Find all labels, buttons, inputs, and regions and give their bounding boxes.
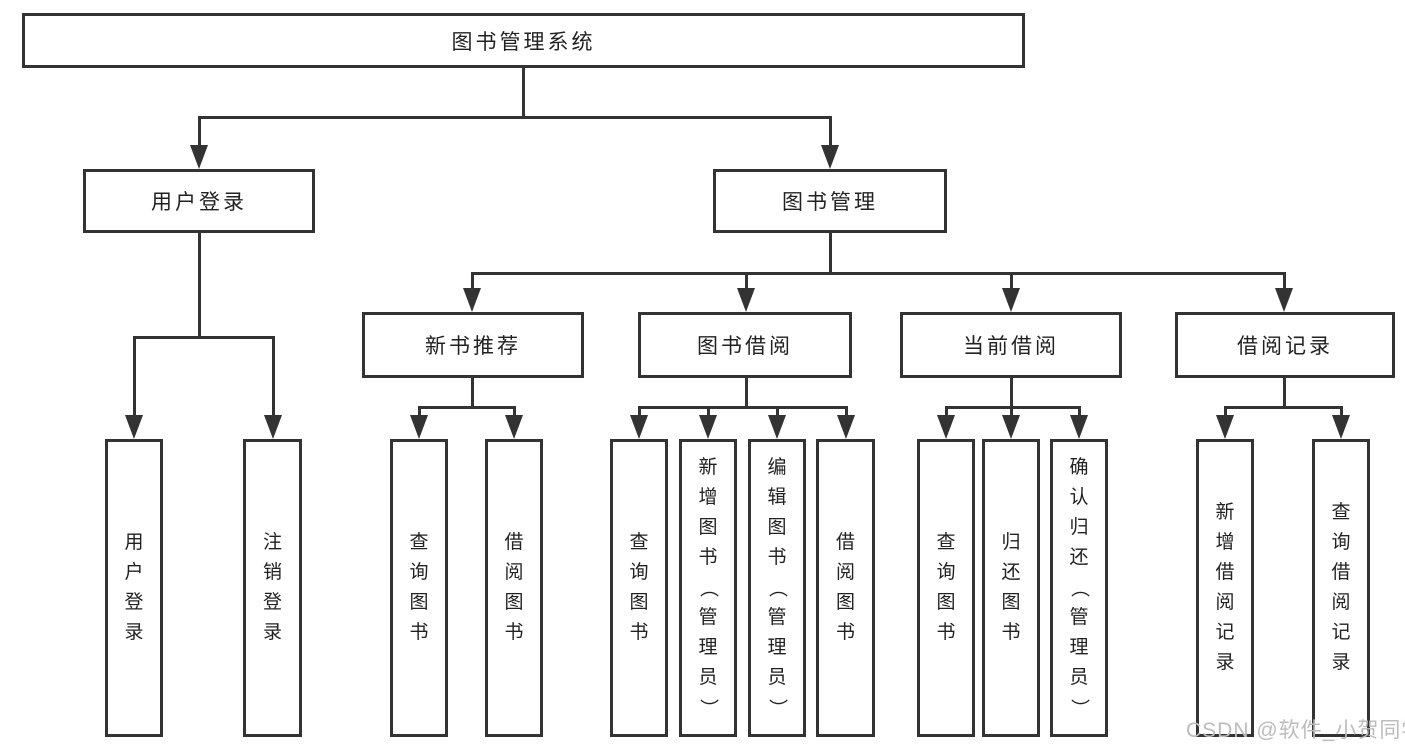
leaf-return-book: 归还图书 xyxy=(982,439,1040,737)
node-label: 图书借阅 xyxy=(697,335,793,358)
leaf-query-books-current: 查询图书 xyxy=(917,439,975,737)
arrowhead-down-icon xyxy=(264,415,282,439)
node-book-management: 图书管理 xyxy=(713,169,947,233)
leaf-label: 新增借阅记录 xyxy=(1215,502,1235,673)
node-new-book-recommendation: 新书推荐 xyxy=(362,312,584,378)
node-label: 当前借阅 xyxy=(963,335,1059,358)
leaf-logout: 注销登录 xyxy=(243,439,302,737)
connector-line xyxy=(470,378,474,409)
arrowhead-down-icon xyxy=(1002,415,1020,439)
arrowhead-down-icon xyxy=(463,288,481,312)
arrowhead-down-icon xyxy=(937,415,955,439)
node-library-management-system: 图书管理系统 xyxy=(22,13,1025,68)
node-current-borrowing: 当前借阅 xyxy=(900,312,1122,378)
arrowhead-down-icon xyxy=(737,288,755,312)
leaf-borrow-books-recommend: 借阅图书 xyxy=(485,439,543,737)
connector-line xyxy=(1009,272,1013,292)
connector-line xyxy=(197,116,201,150)
node-book-borrowing: 图书借阅 xyxy=(638,312,852,378)
connector-line xyxy=(417,406,516,409)
leaf-label: 查询图书 xyxy=(629,532,649,643)
connector-line xyxy=(706,406,710,420)
arrowhead-down-icon xyxy=(1216,415,1234,439)
connector-line xyxy=(197,116,832,119)
connector-line xyxy=(1223,406,1343,409)
connector-line xyxy=(1282,378,1286,409)
leaf-add-borrow-record: 新增借阅记录 xyxy=(1196,439,1254,737)
leaf-label: 新增图书（管理员） xyxy=(697,457,719,718)
connector-line xyxy=(775,406,779,420)
arrowhead-down-icon xyxy=(837,415,855,439)
leaf-query-borrow-record: 查询借阅记录 xyxy=(1312,439,1370,737)
connector-line xyxy=(637,406,641,420)
connector-line xyxy=(944,406,1081,409)
node-user-login: 用户登录 xyxy=(83,169,315,233)
connector-line xyxy=(744,378,748,409)
arrowhead-down-icon xyxy=(125,415,143,439)
leaf-label: 查询图书 xyxy=(409,532,429,643)
connector-line xyxy=(1009,406,1013,420)
arrowhead-down-icon xyxy=(505,415,523,439)
leaf-label: 归还图书 xyxy=(1001,532,1021,643)
node-label: 用户登录 xyxy=(151,191,247,214)
leaf-label: 借阅图书 xyxy=(504,532,524,643)
connector-line xyxy=(828,116,832,150)
arrowhead-down-icon xyxy=(699,415,717,439)
connector-line xyxy=(132,336,275,339)
connector-line xyxy=(271,336,275,418)
leaf-label: 查询图书 xyxy=(936,532,956,643)
connector-line xyxy=(844,406,848,420)
connector-line xyxy=(470,272,1286,275)
connector-line xyxy=(1077,406,1081,420)
leaf-edit-book-admin: 编辑图书（管理员） xyxy=(748,439,806,737)
node-label: 图书管理 xyxy=(782,191,878,214)
node-borrowing-records: 借阅记录 xyxy=(1175,312,1395,378)
connector-line xyxy=(132,336,136,418)
csdn-watermark: CSDN @软件_小贺同学 xyxy=(1186,719,1405,742)
connector-line xyxy=(1282,272,1286,292)
node-label: 图书管理系统 xyxy=(451,30,596,54)
arrowhead-down-icon xyxy=(410,415,428,439)
leaf-label: 注销登录 xyxy=(262,532,282,643)
leaf-label: 编辑图书（管理员） xyxy=(766,457,788,718)
arrowhead-down-icon xyxy=(768,415,786,439)
leaf-borrow-books: 借阅图书 xyxy=(816,439,875,737)
connector-line xyxy=(637,406,848,409)
connector-line xyxy=(1223,406,1227,420)
leaf-query-books-recommend: 查询图书 xyxy=(390,439,448,737)
connector-line xyxy=(944,406,948,420)
leaf-label: 查询借阅记录 xyxy=(1331,502,1351,673)
arrowhead-down-icon xyxy=(630,415,648,439)
leaf-label: 借阅图书 xyxy=(835,532,855,643)
arrowhead-down-icon xyxy=(190,145,208,169)
arrowhead-down-icon xyxy=(1070,415,1088,439)
arrowhead-down-icon xyxy=(1002,288,1020,312)
leaf-label: 用户登录 xyxy=(124,532,144,643)
connector-line xyxy=(512,406,516,420)
arrowhead-down-icon xyxy=(1275,288,1293,312)
connector-line xyxy=(1009,378,1013,409)
connector-line xyxy=(197,233,201,339)
connector-line xyxy=(828,233,832,275)
arrowhead-down-icon xyxy=(821,145,839,169)
connector-line xyxy=(744,272,748,292)
node-label: 借阅记录 xyxy=(1237,335,1333,358)
connector-line xyxy=(1339,406,1343,420)
leaf-query-books-borrowing: 查询图书 xyxy=(610,439,668,737)
leaf-confirm-return-admin: 确认归还（管理员） xyxy=(1050,439,1108,737)
connector-line xyxy=(417,406,421,420)
node-label: 新书推荐 xyxy=(425,335,521,358)
leaf-user-login: 用户登录 xyxy=(105,439,163,737)
leaf-add-book-admin: 新增图书（管理员） xyxy=(679,439,737,737)
leaf-label: 确认归还（管理员） xyxy=(1068,457,1090,718)
arrowhead-down-icon xyxy=(1332,415,1350,439)
connector-line xyxy=(470,272,474,292)
connector-line xyxy=(521,68,525,118)
